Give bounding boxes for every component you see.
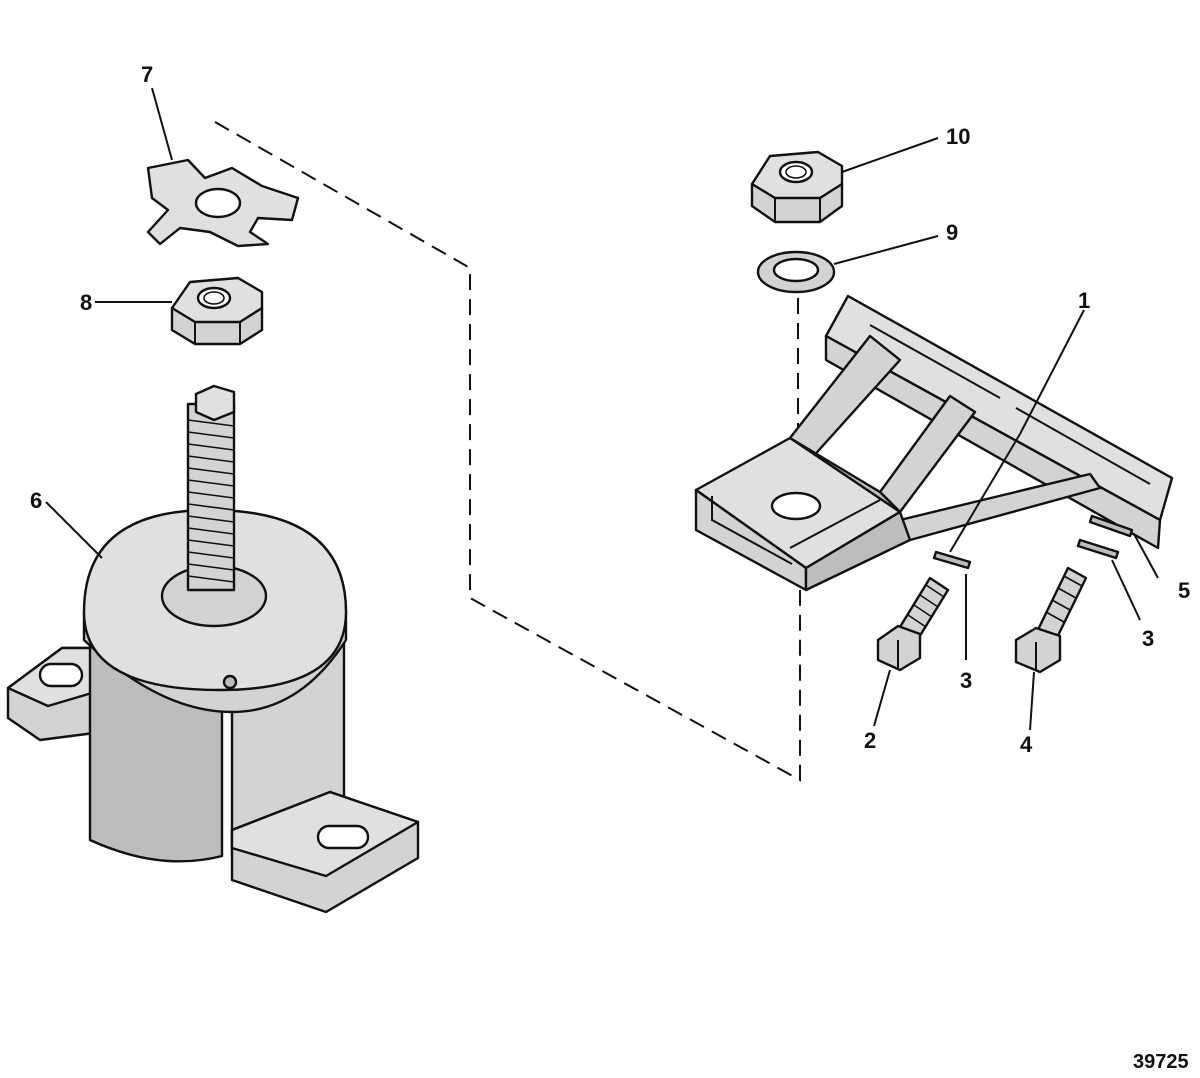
part-8-hex-nut	[170, 276, 264, 346]
callout-2: 2	[864, 728, 876, 753]
callout-8: 8	[80, 290, 92, 315]
part-2-bolt	[876, 576, 950, 672]
callout-9: 9	[946, 220, 958, 245]
assembly-path-line	[214, 121, 801, 782]
part-10-hex-nut	[750, 150, 844, 224]
part-7-tab-washer	[146, 158, 300, 248]
callout-7: 7	[141, 62, 153, 87]
part-4-bolt	[1014, 566, 1088, 674]
leader-lines	[45, 87, 1159, 731]
callout-1: 1	[1078, 288, 1090, 313]
part-3-shim-right	[1076, 538, 1120, 560]
callout-10: 10	[946, 124, 970, 149]
callout-3-left: 3	[960, 668, 972, 693]
part-5-shim	[1088, 514, 1134, 538]
callout-6: 6	[30, 488, 42, 513]
part-3-shim-left	[932, 550, 972, 570]
part-1-bracket	[694, 294, 1174, 592]
part-9-lock-washer	[756, 250, 836, 294]
callout-3-right: 3	[1142, 626, 1154, 651]
part-6-engine-mount	[6, 384, 420, 914]
callout-4: 4	[1020, 732, 1033, 757]
callout-5: 5	[1178, 578, 1190, 603]
figure-number: 39725	[1133, 1051, 1189, 1073]
